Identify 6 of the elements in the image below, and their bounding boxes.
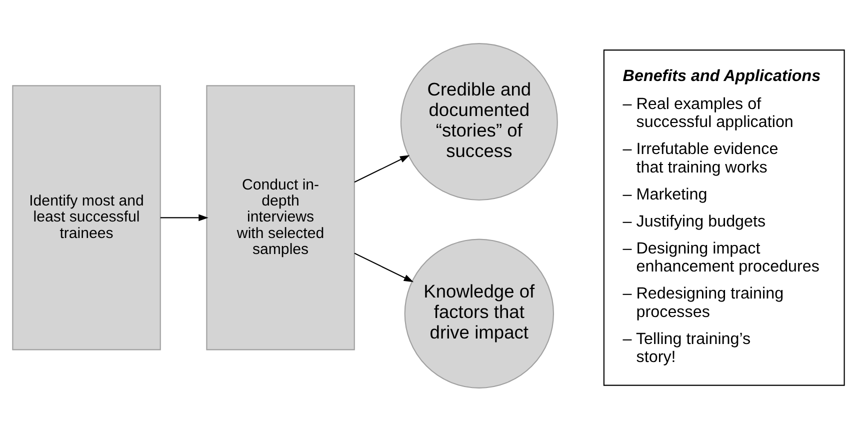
arrow [354,154,410,182]
node-box: Conduct in-depth interviews with selected samples [206,84,355,350]
arrow [354,252,414,282]
arrow [160,214,208,221]
node-box: Identify most and least successful trainees [12,84,161,350]
node-box: Benefits and Applications – Real examples of successful application – Irrefutable evidence that training works – Marketing – Justifying budgets – Designing impact enhancement procedures – Redesigning training processes – Telling training’s story! [603,49,845,386]
